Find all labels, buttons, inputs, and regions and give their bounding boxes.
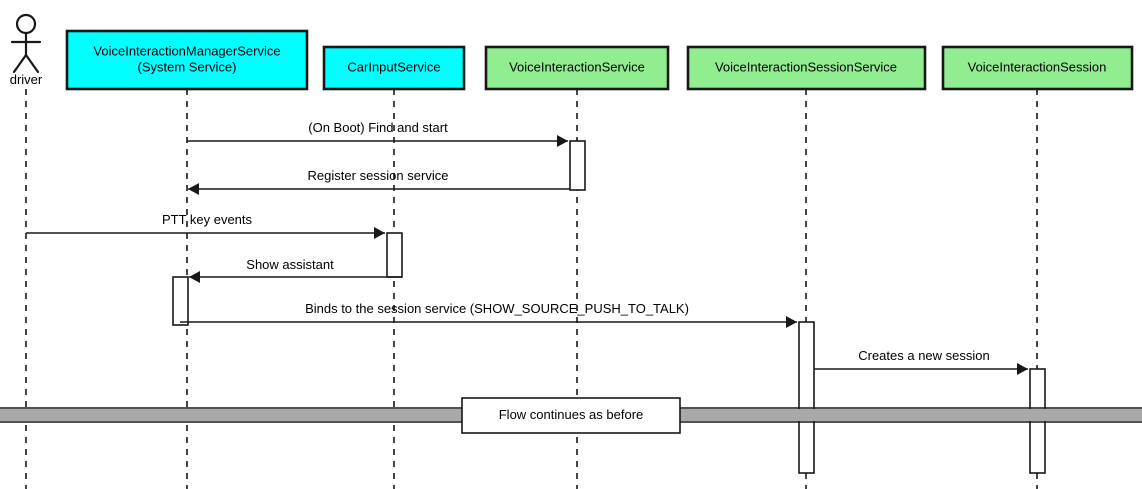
- message-arrowhead-4: [189, 271, 200, 283]
- participant-label-vims-line-1: (System Service): [138, 59, 237, 74]
- divider-label-box: [461, 397, 681, 434]
- participant-label-driver: driver: [10, 72, 43, 87]
- participant-actor-driver[interactable]: driver: [10, 13, 43, 87]
- message-2: Register session service: [188, 168, 570, 195]
- message-label-4: Show assistant: [246, 257, 334, 272]
- participant-label-viss-line-0: VoiceInteractionSessionService: [715, 59, 897, 74]
- participant-box-rect-vims: [65, 29, 309, 91]
- message-label-3: PTT key events: [162, 212, 253, 227]
- participant-box-rect-viss: [686, 45, 927, 91]
- participant-label-vsession-line-0: VoiceInteractionSession: [968, 59, 1107, 74]
- participant-box-rect-vis: [484, 45, 670, 91]
- participant-label-vims-line-0: VoiceInteractionManagerService: [93, 43, 280, 58]
- message-6: Creates a new session: [814, 348, 1028, 375]
- message-5: Binds to the session service (SHOW_SOURC…: [180, 301, 797, 328]
- activation-bar-cis: [386, 232, 403, 278]
- participant-label-vis-line-0: VoiceInteractionService: [509, 59, 645, 74]
- participant-box-vsession[interactable]: VoiceInteractionSession: [941, 45, 1134, 91]
- message-arrowhead-5: [786, 316, 797, 328]
- participant-label-cis-line-0: CarInputService: [347, 59, 440, 74]
- message-arrowhead-3: [374, 227, 385, 239]
- divider-layer: Flow continues as before: [0, 397, 1142, 434]
- message-4: Show assistant: [189, 257, 402, 283]
- participant-box-viss[interactable]: VoiceInteractionSessionService: [686, 45, 927, 91]
- participant-box-cis[interactable]: CarInputService: [322, 45, 466, 91]
- message-arrowhead-6: [1017, 363, 1028, 375]
- actor-leg-left-icon: [12, 53, 28, 74]
- participants-layer: driver VoiceInteractionManagerService(Sys…: [10, 13, 1134, 91]
- message-label-5: Binds to the session service (SHOW_SOURC…: [305, 301, 689, 316]
- participant-box-rect-cis: [322, 45, 466, 91]
- message-1: (On Boot) Find and start: [187, 120, 568, 147]
- activation-bar-vims: [172, 276, 189, 326]
- message-label-2: Register session service: [308, 168, 449, 183]
- message-arrowhead-1: [557, 135, 568, 147]
- message-label-1: (On Boot) Find and start: [308, 120, 448, 135]
- message-arrowhead-2: [188, 183, 199, 195]
- message-label-6: Creates a new session: [858, 348, 990, 363]
- participant-box-rect-vsession: [941, 45, 1134, 91]
- participant-box-vis[interactable]: VoiceInteractionService: [484, 45, 670, 91]
- actor-leg-right-icon: [24, 53, 40, 74]
- divider-label-text: Flow continues as before: [499, 407, 644, 422]
- participant-box-vims[interactable]: VoiceInteractionManagerService(System Se…: [65, 29, 309, 91]
- message-3: PTT key events: [26, 212, 385, 239]
- activation-bar-viss: [798, 321, 815, 474]
- activation-bar-vis: [569, 140, 586, 191]
